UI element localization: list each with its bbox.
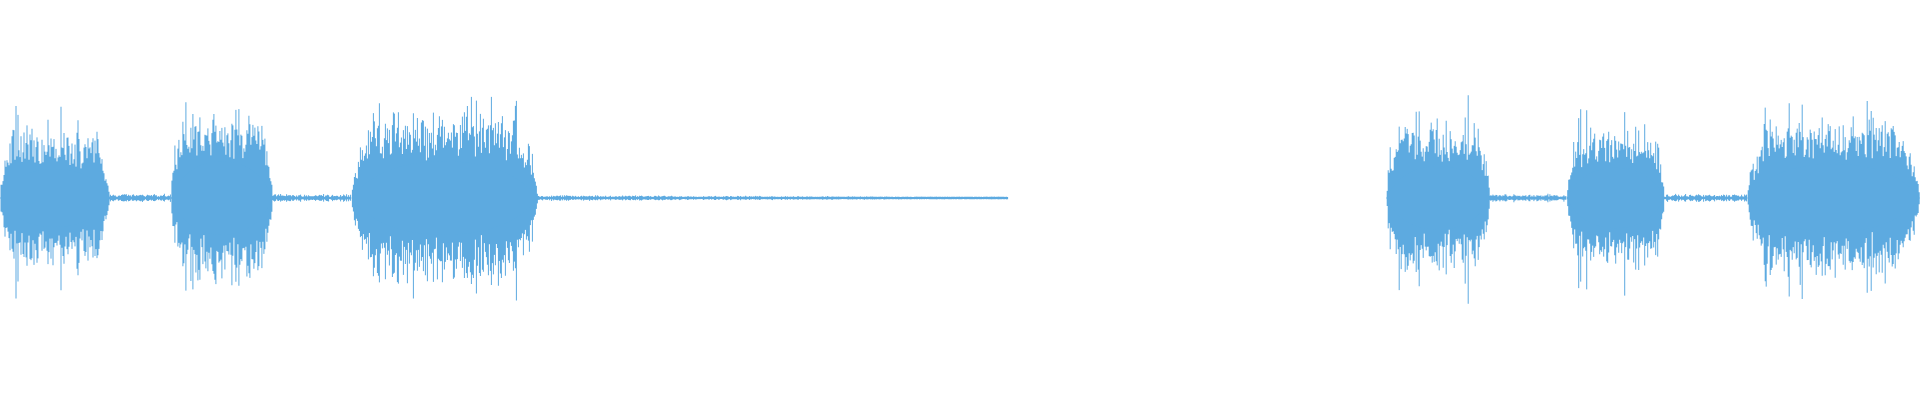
- waveform-burst: [1566, 167, 1665, 229]
- waveform-burst: [1747, 164, 1920, 232]
- waveform-burst: [0, 169, 110, 227]
- waveform-burst: [351, 161, 538, 235]
- waveform-trace: [0, 95, 1920, 304]
- waveform-burst: [1386, 166, 1490, 230]
- waveform-burst: [170, 161, 273, 235]
